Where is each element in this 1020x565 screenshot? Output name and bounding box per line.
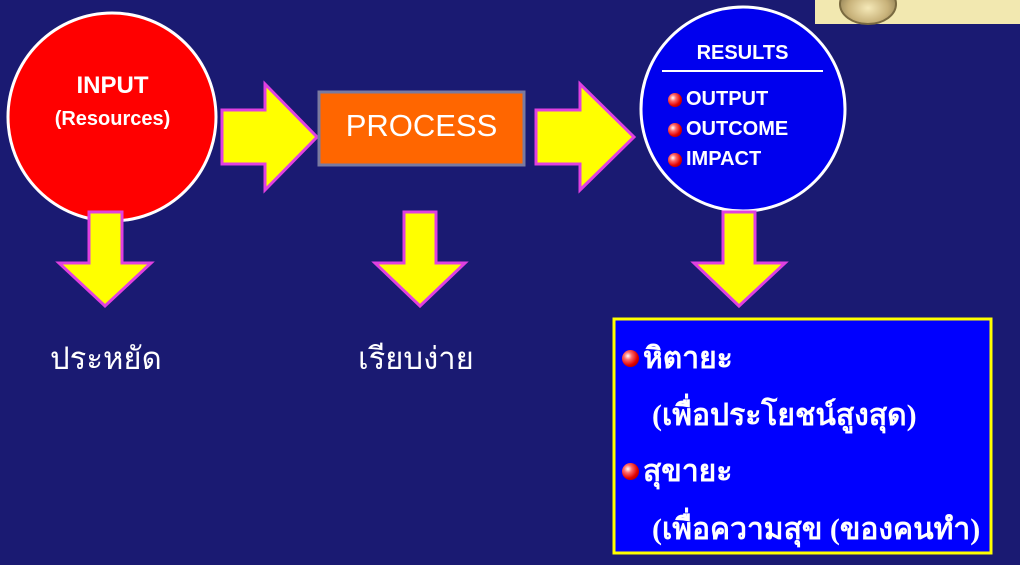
bullet-icon [622,350,639,367]
results-item-label: IMPACT [686,148,762,170]
process-label: PROCESS [345,108,498,143]
results-item-outcome: OUTCOME [668,118,788,141]
results-box-item-2-title: สุขายะ [643,455,733,488]
bullet-icon [668,92,682,107]
input-thai-label: ประหยัด [50,341,162,376]
results-box-item-2-desc: (เพื่อความสุข (ของคนทำ) [652,513,981,546]
results-box [612,317,993,555]
input-subtitle: (Resources) [54,108,171,130]
bullet-icon [668,122,682,137]
process-thai-label: เรียบง่าย [358,341,474,376]
input-title: INPUT [76,72,149,99]
arrow-down-input [55,210,155,309]
results-item-output: OUTPUT [668,88,768,111]
bullet-icon [668,152,682,167]
results-item-impact: IMPACT [668,148,761,171]
process-box [317,90,526,167]
bullet-icon [622,463,639,480]
arrow-right-input-process [220,80,320,194]
emblem-logo [815,0,1020,25]
results-box-item-1-title: หิตายะ [643,342,733,375]
results-box-item-1: หิตายะ [622,335,733,382]
arrow-down-results [690,210,789,309]
arrow-right-process-results [534,80,637,194]
results-box-item-1-desc: (เพื่อประโยชน์สูงสุด) [652,399,917,432]
results-item-label: OUTPUT [686,88,769,110]
results-box-item-2: สุขายะ [622,448,732,495]
arrow-down-process [371,210,469,309]
results-title: RESULTS [696,42,789,64]
results-item-label: OUTCOME [686,118,789,140]
